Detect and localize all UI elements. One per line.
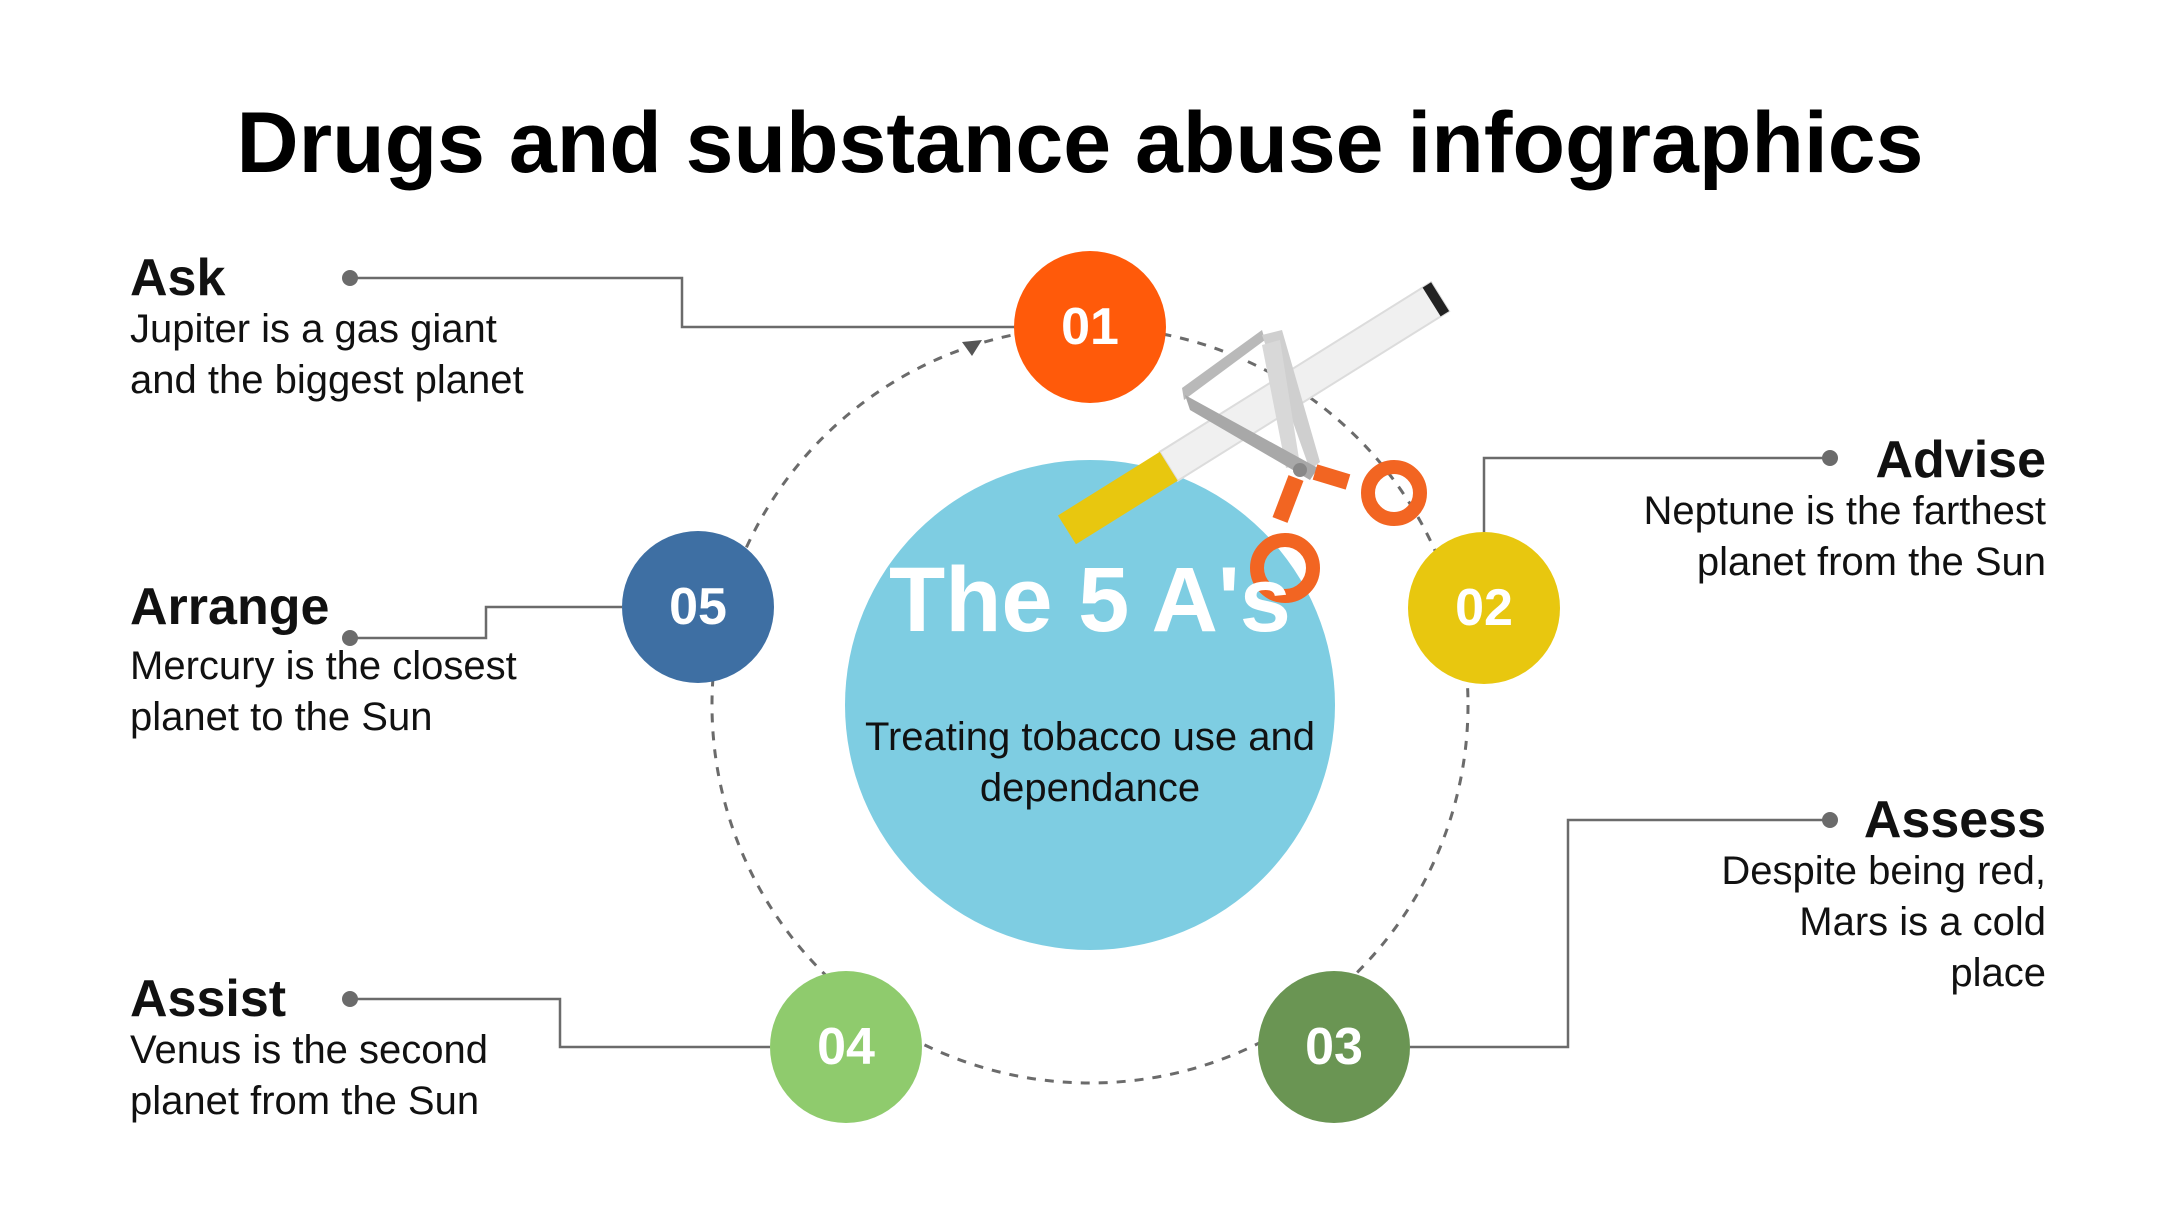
step-number-01: 01 (1061, 298, 1119, 356)
step-label-advise: Advise Neptune is the farthest planet fr… (1590, 434, 2046, 588)
step-circle-02: 02 (1408, 532, 1560, 684)
step-circle-05: 05 (622, 531, 774, 683)
step-number-03: 03 (1305, 1018, 1363, 1076)
scissors-cutting-cigarette-icon (1057, 280, 1451, 603)
step-heading: Assist (130, 970, 287, 1028)
connector-assist (342, 991, 770, 1049)
step-heading: Ask (130, 249, 226, 307)
step-circle-03: 03 (1258, 971, 1410, 1123)
step-description: Despite being red, Mars is a cold place (1721, 849, 2046, 995)
connector-advise (1482, 450, 1838, 532)
connector-assess (1410, 812, 1838, 1049)
center-title: The 5 A's (889, 549, 1291, 651)
connector-ask (342, 270, 1035, 329)
center-circle (845, 460, 1335, 950)
dashed-cycle-ring (710, 325, 1470, 1085)
connector-arrange (342, 605, 622, 646)
step-heading: Assess (1863, 791, 2046, 849)
step-description: Jupiter is a gas giant and the biggest p… (130, 307, 524, 402)
step-number-05: 05 (669, 578, 727, 636)
cycle-arrowhead-icon (962, 340, 982, 356)
step-description: Neptune is the farthest planet from the … (1643, 489, 2046, 584)
step-circle-01: 01 (1014, 251, 1166, 403)
step-heading: Advise (1875, 431, 2046, 489)
step-label-ask: Ask Jupiter is a gas giant and the bigge… (130, 252, 610, 406)
step-description: Venus is the second planet from the Sun (130, 1028, 489, 1123)
step-number-02: 02 (1455, 579, 1513, 637)
step-label-assess: Assess Despite being red, Mars is a cold… (1590, 794, 2046, 999)
step-number-04: 04 (817, 1018, 875, 1076)
step-label-arrange: Arrange Mercury is the closest planet to… (130, 581, 610, 743)
step-label-assist: Assist Venus is the second planet from t… (130, 973, 610, 1127)
center-subtitle: Treating tobacco use and dependance (865, 715, 1315, 810)
step-description: Mercury is the closest planet to the Sun (130, 644, 517, 739)
step-circle-04: 04 (770, 971, 922, 1123)
step-heading: Arrange (130, 578, 330, 636)
page-title: Drugs and substance abuse infographics (236, 95, 1924, 191)
